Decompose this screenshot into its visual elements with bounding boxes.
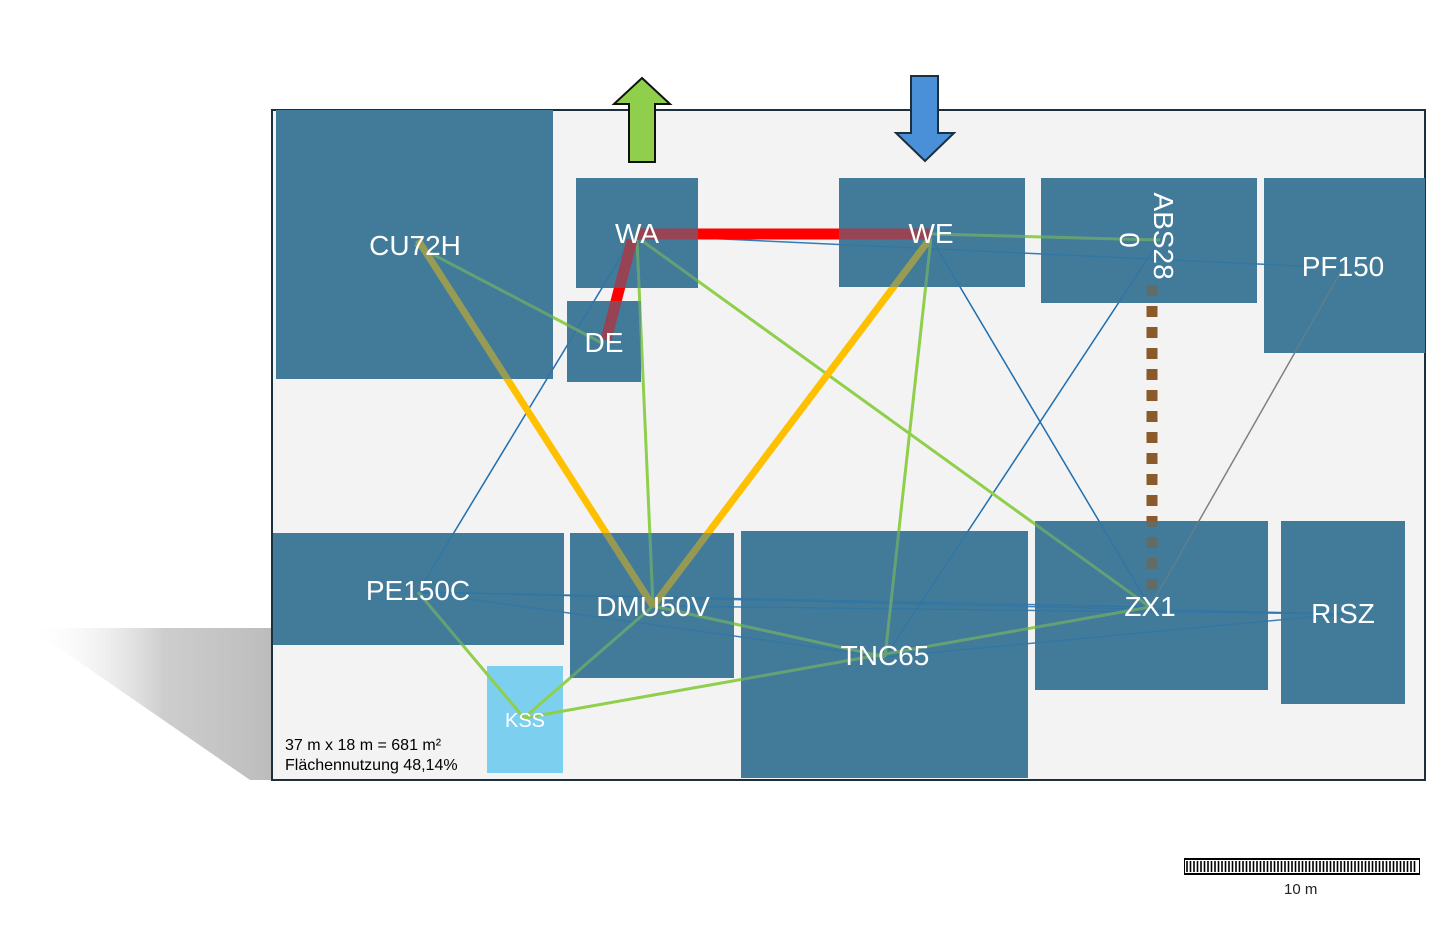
label-we: WE: [908, 218, 953, 249]
overlay-cu72h: [276, 110, 553, 379]
label-risz: RISZ: [1311, 598, 1375, 629]
overlay-de: [567, 301, 641, 382]
overlay-risz: [1281, 521, 1405, 704]
dimensions-text: 37 m x 18 m = 681 m²: [285, 737, 442, 754]
label-wa: WA: [615, 218, 659, 249]
overlay-pe150c: [273, 533, 564, 645]
label-cu72h: CU72H: [369, 230, 461, 261]
overlay-tnc65: [741, 531, 1028, 778]
label-tnc65: TNC65: [841, 640, 930, 671]
overlay-zx1: [1035, 521, 1268, 690]
floor-shadow: [30, 628, 272, 780]
overlay-we: [839, 178, 1025, 287]
scale-bar: 10 m: [1184, 857, 1420, 898]
label-zx1: ZX1: [1124, 591, 1175, 622]
label-de: DE: [585, 327, 624, 358]
overlay-abs280: [1041, 178, 1257, 303]
label-dmu50v: DMU50V: [596, 591, 710, 622]
scale-ticks: [1184, 858, 1420, 875]
label-kss: KSS: [505, 710, 545, 732]
machine-kss[interactable]: [487, 666, 563, 773]
utilization-text: Flächennutzung 48,14%: [285, 757, 458, 774]
arrow-up-icon: [611, 76, 673, 163]
overlay-dmu50v: [570, 533, 734, 678]
label-pf150: PF150: [1302, 251, 1385, 282]
overlay-pf150: [1264, 178, 1425, 353]
arrow-down-icon: [893, 75, 957, 163]
label-abs280: ABS28 0: [1114, 193, 1179, 288]
label-pe150c: PE150C: [366, 575, 470, 606]
scale-label: 10 m: [1284, 881, 1318, 898]
overlay-wa: [576, 178, 698, 288]
